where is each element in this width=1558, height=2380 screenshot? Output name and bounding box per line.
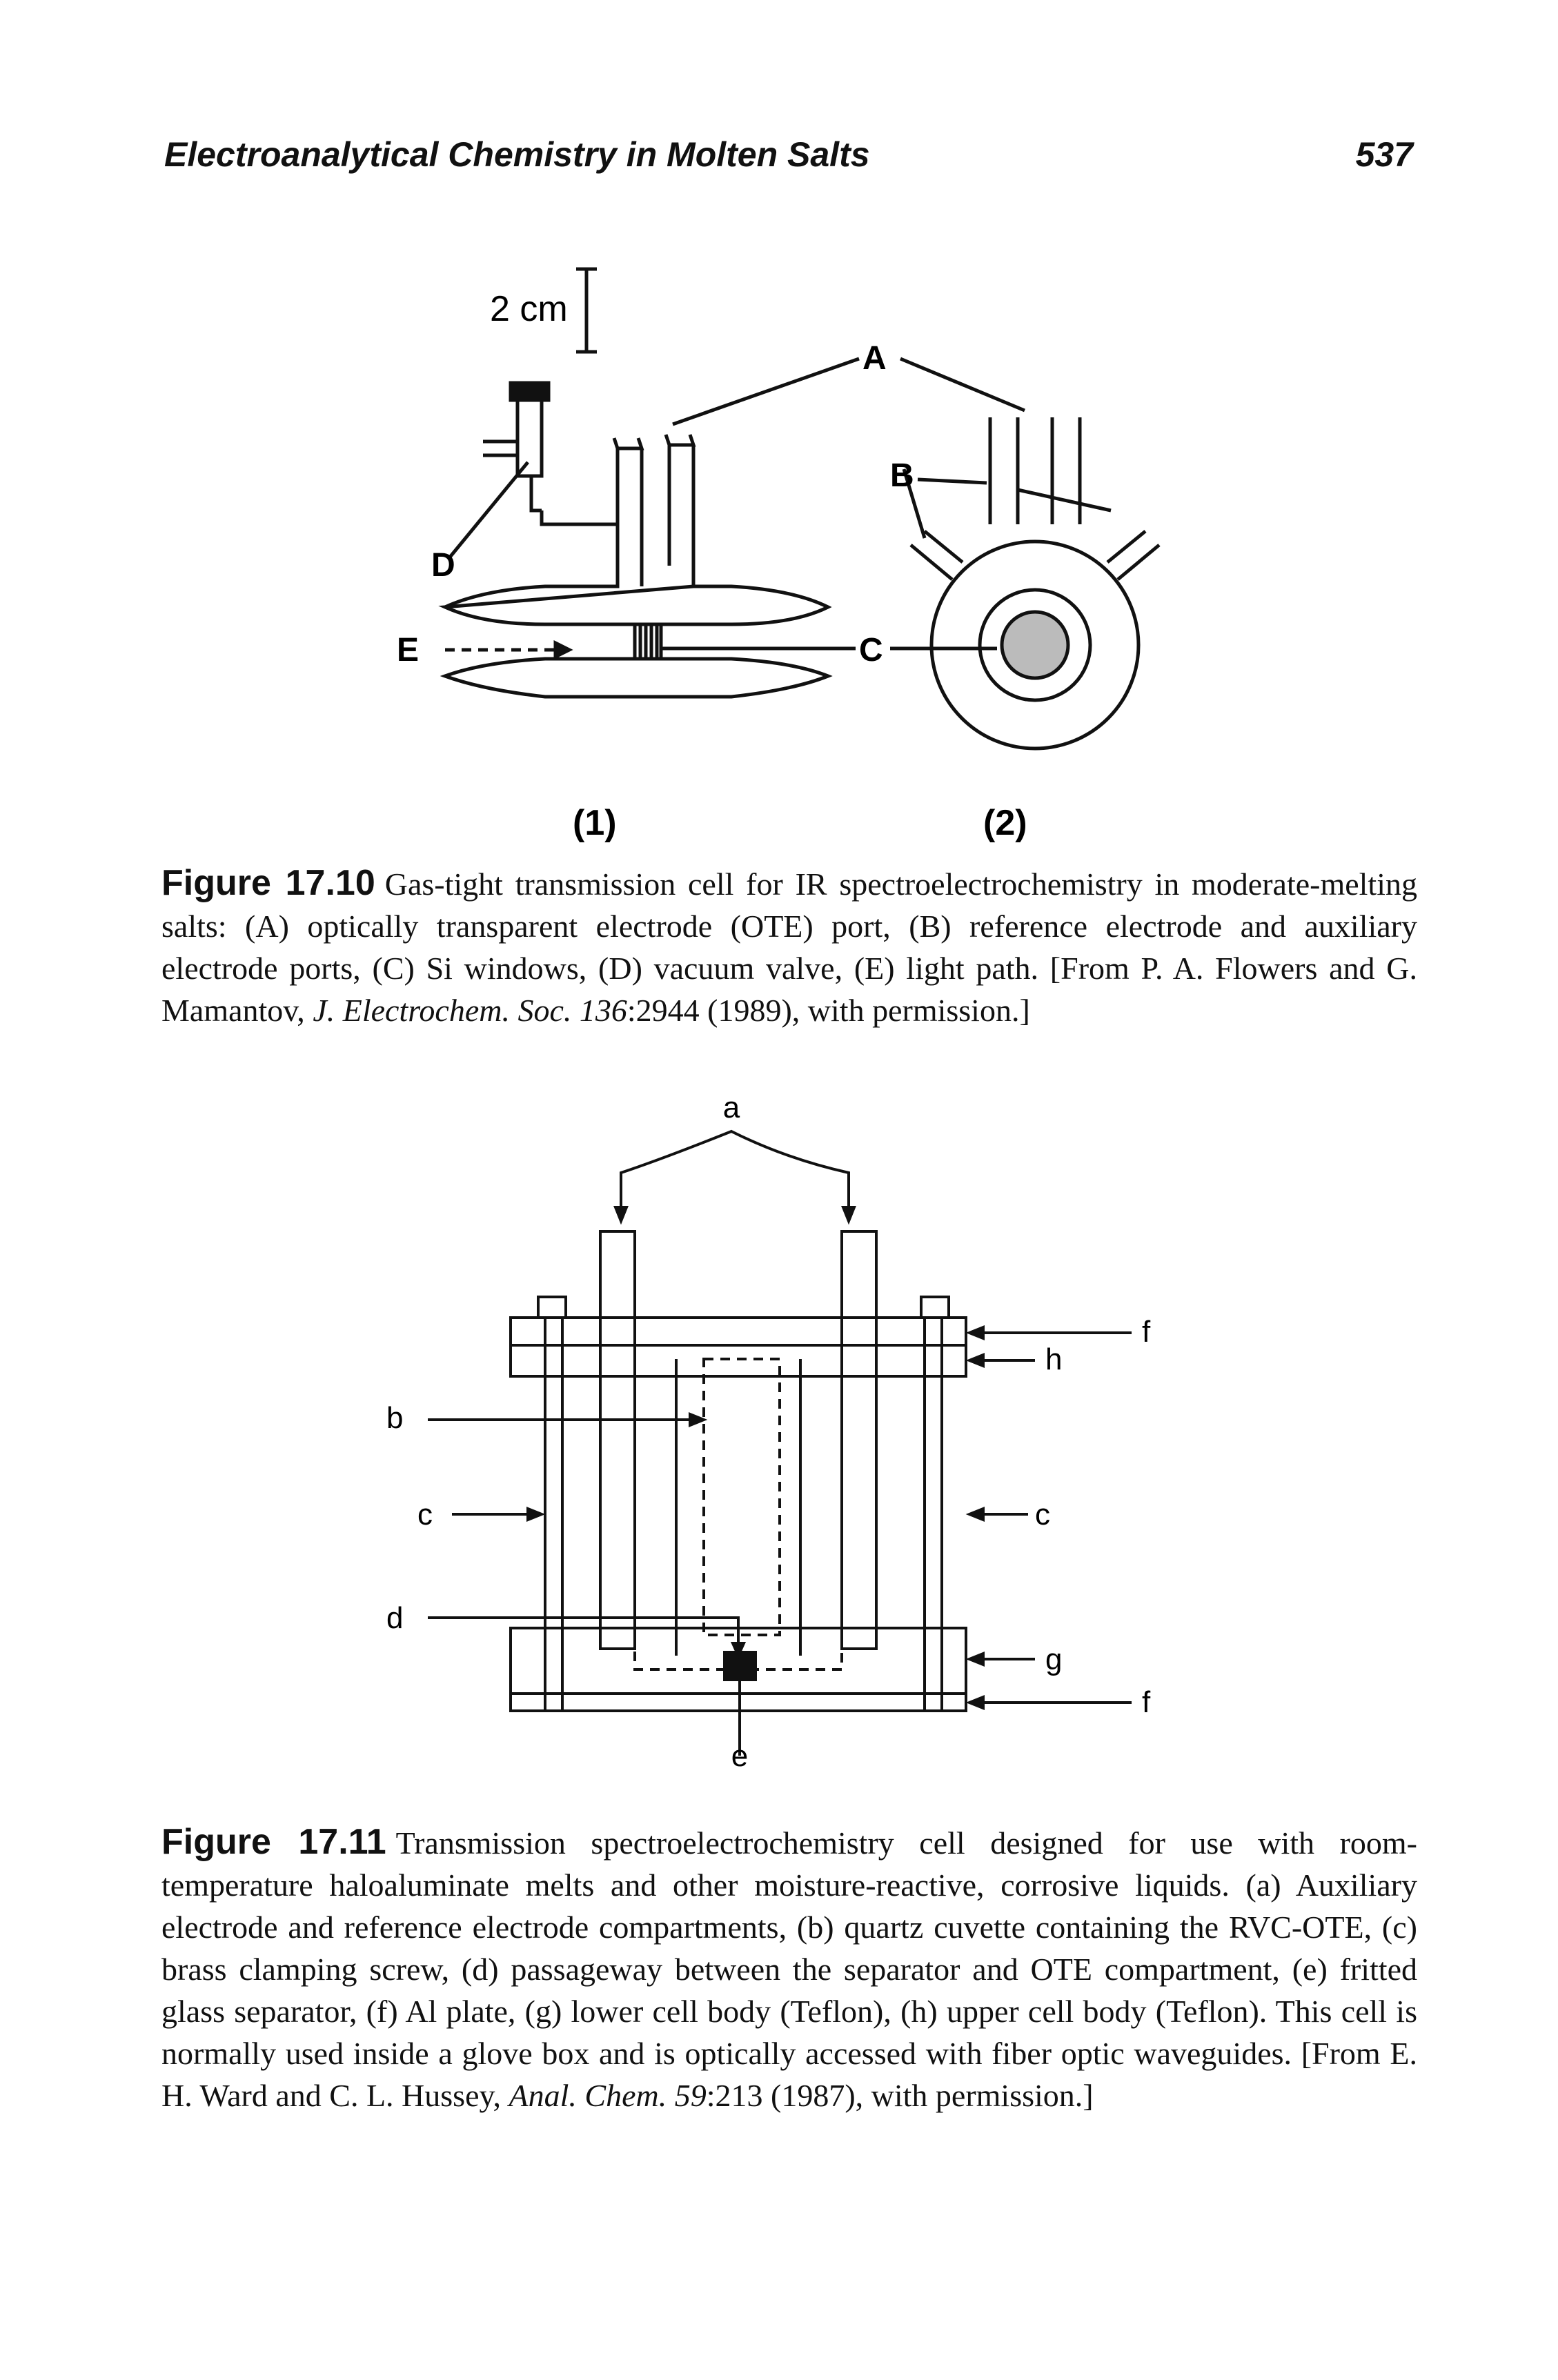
cell-1-body [444,566,620,609]
vacuum-valve [515,400,544,478]
label-d: d [386,1601,403,1635]
label-e: E [397,632,419,668]
figure-17-10-volume: 136 [579,993,627,1028]
panel-2-label: (2) [983,803,1027,843]
label-c: C [859,632,883,668]
label-a-leader-right [900,357,1025,413]
scale-label: 2 cm [490,289,568,329]
label-b-leader-2 [902,468,927,539]
compartment-left [599,1230,636,1650]
label-d-leader [447,461,529,560]
label-a-bracket [620,1129,850,1214]
label-a-leader-left [672,357,860,426]
cell-2-inner-ring [978,588,1092,702]
page-number: 537 [1355,135,1413,174]
side-port-left [909,544,954,581]
label-c-left: c [417,1498,433,1531]
figure-17-11-journal: Anal. Chem. [509,2078,667,2113]
figure-17-11-svg: a b c c d e f h g f [386,1091,1151,1773]
label-a: a [723,1091,740,1124]
figure-17-10-journal: J. Electrochem. Soc. [313,993,572,1028]
label-c-right: c [1035,1498,1050,1531]
figure-17-10-diagram: 2 cm A B C D E (1) (2) [345,248,1214,862]
label-b-leader-1 [917,477,987,485]
label-d: D [431,547,455,584]
upper-al-plate [509,1316,967,1347]
side-port-right [1116,544,1161,581]
label-d-leader [428,1616,740,1649]
figure-17-10-caption-text: Gas-tight transmission cell for IR spect… [161,866,1417,1028]
label-b-leader-3 [1017,488,1112,513]
figure-17-11-citation-rest: :213 (1987), with permission.] [706,2078,1094,2113]
fritted-glass-separator [723,1651,757,1681]
running-head: Electroanalytical Chemistry in Molten Sa… [164,135,1413,190]
figure-17-11-volume: 59 [674,2078,707,2113]
label-e: e [731,1739,748,1773]
label-a: A [862,340,887,377]
vacuum-valve-cap [509,381,551,402]
figure-17-11-diagram: a b c c d e f h g f [373,1083,1201,1773]
label-g: g [1045,1643,1062,1676]
label-h: h [1045,1342,1062,1376]
figure-17-11-caption-text: Transmission spectroelectrochemistry cel… [161,1825,1417,2113]
figure-17-11-number: Figure 17.11 [161,1822,386,1862]
figure-17-10-number: Figure 17.10 [161,863,375,903]
label-f-top: f [1142,1315,1151,1349]
running-head-title: Electroanalytical Chemistry in Molten Sa… [164,135,870,174]
cell-2-body [929,539,1141,751]
figure-17-10-citation-rest: :2944 (1989), with permission.] [627,993,1030,1028]
upper-cell-body [509,1344,967,1378]
compartment-right [840,1230,878,1650]
quartz-cuvette [702,1358,781,1636]
label-b: B [890,457,914,494]
cell-2-ote [1000,610,1070,680]
label-b: b [386,1401,403,1435]
figure-17-10-svg: 2 cm A B C D E (1) (2) [397,267,1161,843]
label-f-bottom: f [1142,1685,1151,1719]
panel-1-label: (1) [573,803,617,843]
